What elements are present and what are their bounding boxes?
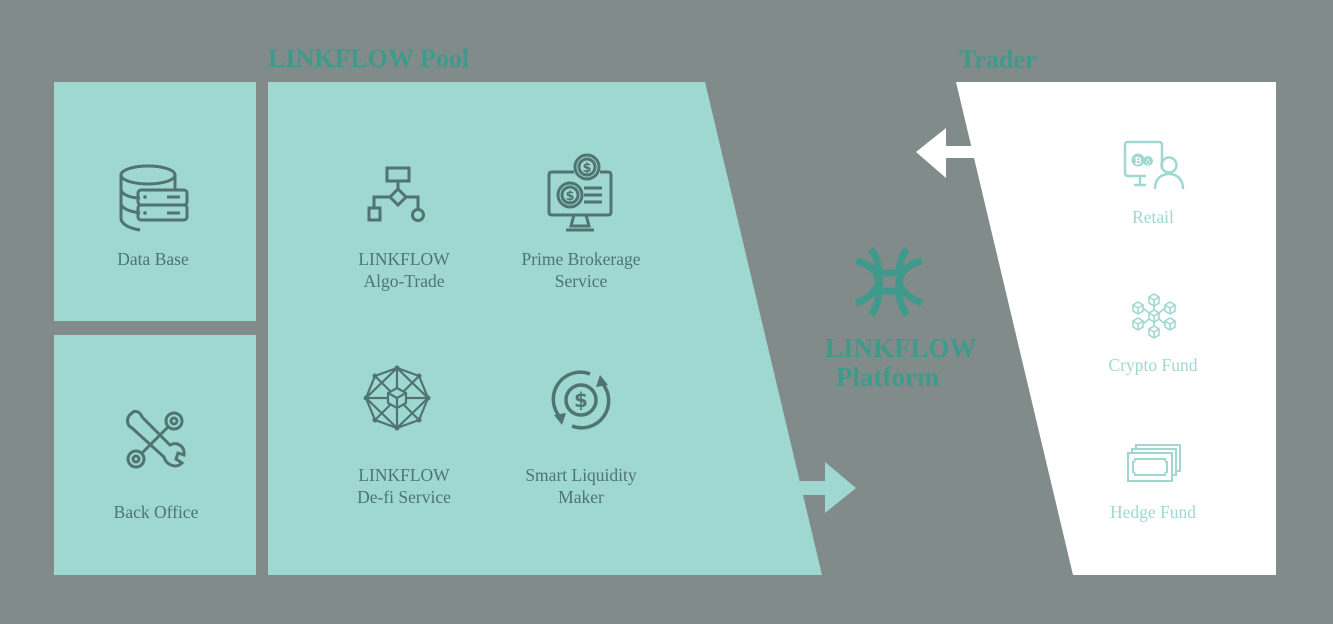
- dollar-cycle-icon: $: [551, 370, 611, 430]
- linkflow-logo-icon: [854, 246, 924, 318]
- svg-text:$: $: [574, 388, 588, 412]
- database-label: Data Base: [117, 249, 189, 269]
- banknotes-stack-icon: [1127, 444, 1181, 482]
- blockchain-network-icon: [363, 365, 431, 431]
- defi-service-line2: De-fi Service: [357, 487, 451, 507]
- trader-panel: [956, 82, 1276, 575]
- pool-panel: [268, 82, 822, 575]
- retail-label: Retail: [1132, 207, 1174, 227]
- database-server-icon: [119, 164, 189, 232]
- prime-brokerage-line2: Service: [554, 271, 608, 291]
- algo-trade-line1: LINKFLOW: [358, 249, 450, 269]
- pool-title: LINKFLOW Pool: [268, 44, 470, 73]
- defi-service-line1: LINKFLOW: [358, 465, 450, 485]
- back-office-label: Back Office: [113, 502, 199, 522]
- svg-text:$: $: [582, 161, 591, 176]
- arrow-left: [916, 128, 975, 178]
- smart-liquidity-line1: Smart Liquidity: [525, 465, 637, 485]
- monitor-dollar-icon: $ $: [547, 153, 613, 232]
- retail-trader-icon: ₿ ◊: [1123, 140, 1185, 190]
- smart-liquidity-label: Smart Liquidity Maker: [506, 464, 656, 508]
- crossed-wrenches-icon: [126, 409, 186, 469]
- platform-line1: LINKFLOW: [825, 333, 977, 363]
- prime-brokerage-label: Prime Brokerage Service: [506, 248, 656, 292]
- svg-text:₿: ₿: [1134, 156, 1141, 167]
- svg-text:◊: ◊: [1146, 158, 1150, 167]
- back-office-box: [54, 335, 256, 575]
- algo-trade-label: LINKFLOW Algo-Trade: [330, 248, 478, 292]
- platform-line2: Platform: [836, 362, 940, 392]
- svg-text:$: $: [565, 189, 574, 204]
- defi-service-label: LINKFLOW De-fi Service: [330, 464, 478, 508]
- trader-title: Trader: [959, 45, 1037, 74]
- crypto-fund-label: Crypto Fund: [1108, 355, 1198, 375]
- algo-trade-line2: Algo-Trade: [363, 271, 445, 291]
- prime-brokerage-line1: Prime Brokerage: [521, 249, 641, 269]
- database-box: [54, 82, 256, 321]
- flowchart-icon: [367, 166, 425, 222]
- platform-label: LINKFLOW Platform: [825, 334, 977, 392]
- smart-liquidity-line2: Maker: [558, 487, 604, 507]
- hedge-fund-label: Hedge Fund: [1109, 502, 1197, 522]
- crypto-cubes-icon: [1132, 293, 1176, 339]
- arrow-right: [800, 462, 856, 513]
